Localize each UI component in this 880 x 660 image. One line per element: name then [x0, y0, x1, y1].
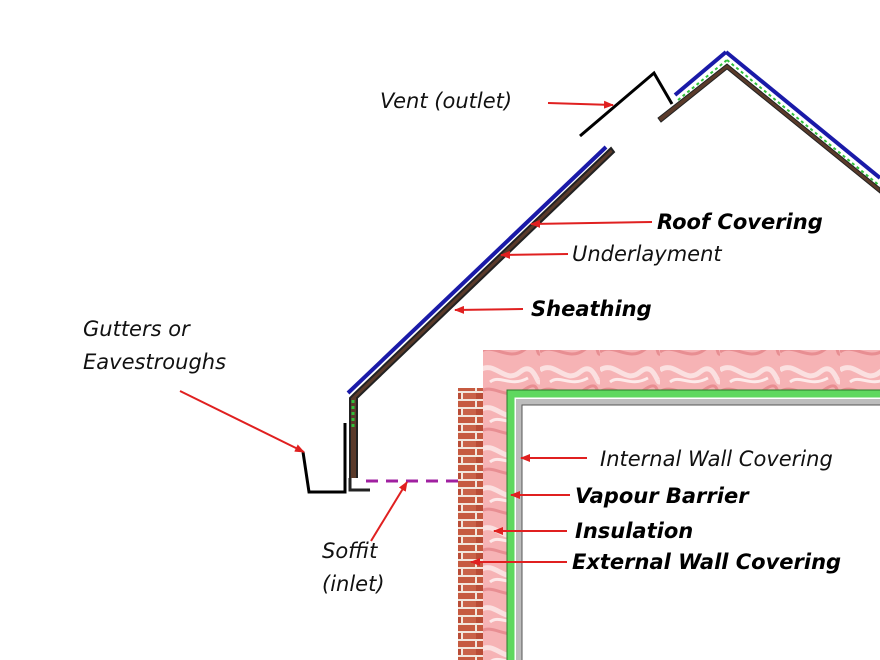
label-external-wall: External Wall Covering [572, 550, 841, 574]
label-soffit-line1: Soffit [322, 539, 378, 563]
internal-wall-edge [521, 404, 880, 660]
arrow-soffit [370, 481, 408, 542]
insulation-left [483, 350, 509, 660]
label-internal-wall: Internal Wall Covering [600, 447, 833, 471]
vapour-barrier-edge [506, 389, 880, 660]
internal-wall-covering-band [516, 399, 880, 660]
vapour-barrier-band [507, 390, 880, 660]
label-sheathing: Sheathing [531, 297, 652, 321]
roof-assembly [301, 50, 880, 494]
labels: Vent (outlet) Roof Covering Underlayment… [83, 89, 841, 596]
arrow-gutters [179, 390, 305, 453]
label-underlayment: Underlayment [572, 242, 722, 266]
label-gutters-line1: Gutters or [83, 317, 191, 341]
sheathing-right [657, 63, 880, 194]
label-vent: Vent (outlet) [380, 89, 512, 113]
pointer-arrows [179, 100, 653, 566]
underlayment-right-down [726, 59, 880, 187]
arrow-roof-covering [530, 219, 653, 228]
label-roof-covering: Roof Covering [657, 210, 823, 234]
vent-cap [579, 70, 674, 138]
label-soffit-line2: (inlet) [322, 572, 385, 596]
insulation-top [483, 350, 880, 390]
arrow-underlayment [500, 250, 569, 259]
brick-external-wall [458, 388, 483, 660]
gutter [301, 423, 347, 494]
arrow-vent [547, 100, 614, 109]
label-insulation: Insulation [575, 519, 693, 543]
underlayment-right [677, 59, 728, 101]
roof-covering-left [346, 145, 608, 395]
label-gutters-line2: Eavestroughs [83, 350, 226, 374]
label-vapour-barrier: Vapour Barrier [575, 484, 750, 508]
sheathing-left [349, 146, 616, 478]
roof-covering-right [673, 50, 728, 97]
fascia [348, 478, 370, 492]
roof-covering-right-down [724, 50, 880, 180]
wall-assembly [458, 350, 880, 660]
arrow-sheathing [454, 305, 524, 314]
